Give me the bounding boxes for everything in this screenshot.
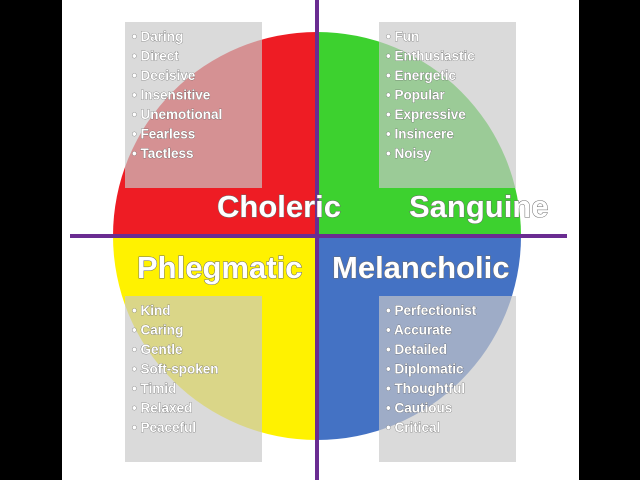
phlegmatic-trait-item: • Soft-spoken [132, 362, 218, 377]
sanguine-trait-item: • Expressive [386, 107, 466, 122]
choleric-trait-item: • Tactless [132, 146, 194, 161]
choleric-traits-box [125, 22, 262, 188]
melancholic-trait-item: • Cautious [386, 401, 452, 416]
choleric-trait-item: • Unemotional [132, 107, 222, 122]
choleric-trait-item: • Direct [132, 49, 179, 64]
sanguine-title: Sanguine [409, 189, 549, 224]
choleric-trait-item: • Insensitive [132, 88, 211, 103]
sanguine-trait-item: • Energetic [386, 68, 456, 83]
choleric-trait-item: • Decisive [132, 68, 196, 83]
melancholic-title: Melancholic [332, 250, 509, 285]
melancholic-trait-item: • Thoughtful [386, 381, 465, 396]
sanguine-trait-item: • Fun [386, 29, 419, 44]
choleric-title: Choleric [217, 189, 341, 224]
phlegmatic-trait-item: • Caring [132, 323, 183, 338]
melancholic-traits-box [379, 296, 516, 462]
choleric-trait-item: • Fearless [132, 127, 195, 142]
sanguine-trait-item: • Insincere [386, 127, 454, 142]
sanguine-trait-item: • Popular [386, 88, 445, 103]
sanguine-trait-item: • Enthusiastic [386, 49, 475, 64]
melancholic-trait-item: • Critical [386, 420, 440, 435]
phlegmatic-traits-box [125, 296, 262, 462]
sanguine-trait-item: • Noisy [386, 146, 432, 161]
phlegmatic-trait-item: • Relaxed [132, 401, 192, 416]
phlegmatic-trait-item: • Gentle [132, 342, 183, 357]
phlegmatic-trait-item: • Timid [132, 381, 176, 396]
phlegmatic-title: Phlegmatic [137, 250, 302, 285]
melancholic-trait-item: • Detailed [386, 342, 447, 357]
phlegmatic-trait-item: • Kind [132, 303, 170, 318]
phlegmatic-trait-item: • Peaceful [132, 420, 196, 435]
melancholic-trait-item: • Perfectionist [386, 303, 477, 318]
melancholic-trait-item: • Accurate [386, 323, 452, 338]
choleric-trait-item: • Daring [132, 29, 183, 44]
sanguine-traits-box [379, 22, 516, 188]
melancholic-trait-item: • Diplomatic [386, 362, 464, 377]
